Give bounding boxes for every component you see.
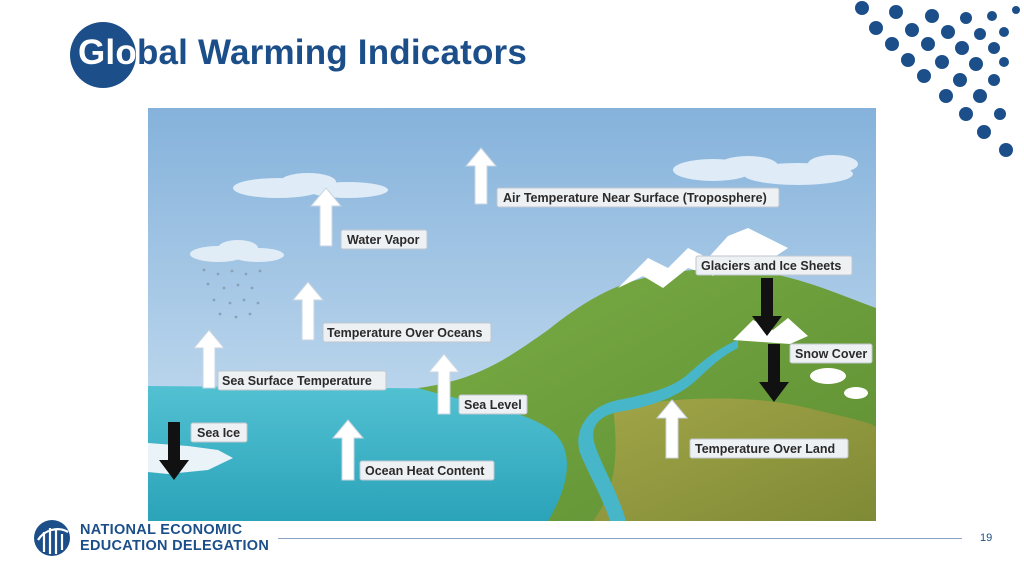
up-arrow-sea-level xyxy=(427,353,461,415)
svg-text:Temperature Over Oceans: Temperature Over Oceans xyxy=(327,326,482,340)
label-sea-surface-temperature: Sea Surface Temperature xyxy=(217,370,387,391)
page-number: 19 xyxy=(980,532,993,544)
svg-text:Air Temperature Near Surface (: Air Temperature Near Surface (Tropospher… xyxy=(503,191,767,205)
svg-text:Sea Level: Sea Level xyxy=(464,398,522,412)
label-sea-ice: Sea Ice xyxy=(190,422,248,443)
diagram-illustration: Air Temperature Near Surface (Tropospher… xyxy=(148,108,876,521)
up-arrow-sea-surface-temperature xyxy=(192,329,226,389)
down-arrow-glaciers xyxy=(752,278,782,336)
down-arrow-snow-cover xyxy=(759,344,789,402)
label-glaciers: Glaciers and Ice Sheets xyxy=(695,255,853,276)
svg-text:Temperature Over Land: Temperature Over Land xyxy=(695,442,835,456)
label-ocean-heat-content: Ocean Heat Content xyxy=(359,460,495,481)
org-line-2: EDUCATION DELEGATION xyxy=(80,538,270,554)
label-temperature-over-land: Temperature Over Land xyxy=(689,438,849,459)
footer-divider xyxy=(278,538,962,539)
svg-text:Snow Cover: Snow Cover xyxy=(795,347,867,361)
org-line-1: NATIONAL ECONOMIC xyxy=(80,522,243,538)
label-air-temperature: Air Temperature Near Surface (Tropospher… xyxy=(496,187,780,208)
down-arrows xyxy=(159,278,789,480)
label-sea-level: Sea Level xyxy=(458,394,528,415)
label-temperature-over-oceans: Temperature Over Oceans xyxy=(322,322,492,343)
up-arrow-air-temperature xyxy=(464,147,498,205)
rain-drops xyxy=(202,268,262,319)
label-water-vapor: Water Vapor xyxy=(340,229,428,250)
title-rest: bal Warming Indicators xyxy=(136,33,528,72)
ocean xyxy=(148,386,618,521)
organization-name: NATIONAL ECONOMIC EDUCATION DELEGATION xyxy=(80,522,269,554)
up-arrow-temperature-over-oceans xyxy=(291,281,325,341)
label-snow-cover: Snow Cover xyxy=(789,343,873,364)
up-arrows xyxy=(192,147,689,481)
slide-title: Global Warming Indicators xyxy=(78,33,527,73)
indicators-diagram: Air Temperature Near Surface (Tropospher… xyxy=(148,108,876,521)
up-arrow-water-vapor xyxy=(309,187,343,247)
svg-text:Sea Ice: Sea Ice xyxy=(197,426,240,440)
title-accent-circle xyxy=(70,22,136,88)
down-arrow-sea-ice xyxy=(159,422,189,480)
land-olive xyxy=(593,398,876,521)
svg-text:Ocean Heat Content: Ocean Heat Content xyxy=(365,464,485,478)
title-highlight: Glo xyxy=(78,33,137,72)
indicator-labels: Air Temperature Near Surface (Tropospher… xyxy=(190,187,873,481)
svg-text:Water Vapor: Water Vapor xyxy=(347,233,420,247)
need-logo-icon xyxy=(34,520,70,556)
up-arrow-ocean-heat-content xyxy=(331,419,365,481)
up-arrow-temperature-over-land xyxy=(655,399,689,459)
decorative-dot-pattern xyxy=(855,1,1020,157)
svg-text:Sea Surface Temperature: Sea Surface Temperature xyxy=(222,374,372,388)
svg-text:Glaciers and Ice Sheets: Glaciers and Ice Sheets xyxy=(701,259,841,273)
clouds xyxy=(190,155,858,262)
